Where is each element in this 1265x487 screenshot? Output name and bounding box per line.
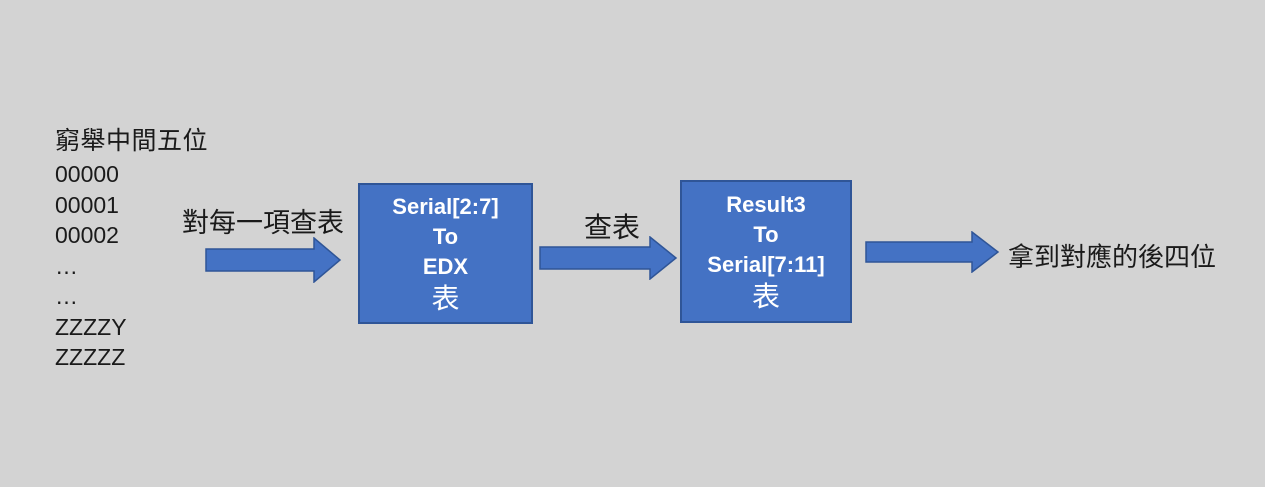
- lookup-box-serial-to-edx: Serial[2:7] To EDX 表: [358, 183, 533, 324]
- box2-line-4: 表: [751, 279, 780, 313]
- box1-line-2: To: [432, 223, 459, 249]
- enumeration-item-3: 00002: [55, 222, 119, 248]
- enumeration-ellipsis-1: …: [55, 252, 78, 279]
- right-arrow-2-icon: [539, 236, 678, 280]
- lookup-box-result3-to-serial: Result3 To Serial[7:11] 表: [680, 180, 852, 323]
- enumeration-ellipsis-2: …: [55, 283, 78, 309]
- enumeration-item-1: 00000: [55, 161, 119, 187]
- right-arrow-3-icon: [865, 231, 1000, 273]
- box2-line-3: Serial[7:11]: [707, 251, 825, 277]
- arrow2-label: 查表: [584, 211, 641, 244]
- enumeration-item-7: ZZZZZ: [55, 344, 126, 370]
- arrow1-label: 對每一項查表: [182, 208, 344, 239]
- enumeration-item-6: ZZZZY: [55, 313, 127, 340]
- right-arrow-1-icon: [205, 237, 342, 283]
- enumeration-list: 窮舉中間五位 00000 00001 00002 … … ZZZZY ZZZZZ: [55, 124, 208, 373]
- box1-line-3: EDX: [422, 253, 469, 279]
- box2-line-2: To: [753, 221, 779, 247]
- box1-line-4: 表: [431, 281, 460, 315]
- box1-line-1: Serial[2:7]: [392, 193, 499, 219]
- box2-line-1: Result3: [726, 191, 806, 217]
- enumeration-item-2: 00001: [55, 191, 119, 218]
- enumeration-title: 窮舉中間五位: [55, 126, 209, 155]
- result-label: 拿到對應的後四位: [1008, 243, 1217, 273]
